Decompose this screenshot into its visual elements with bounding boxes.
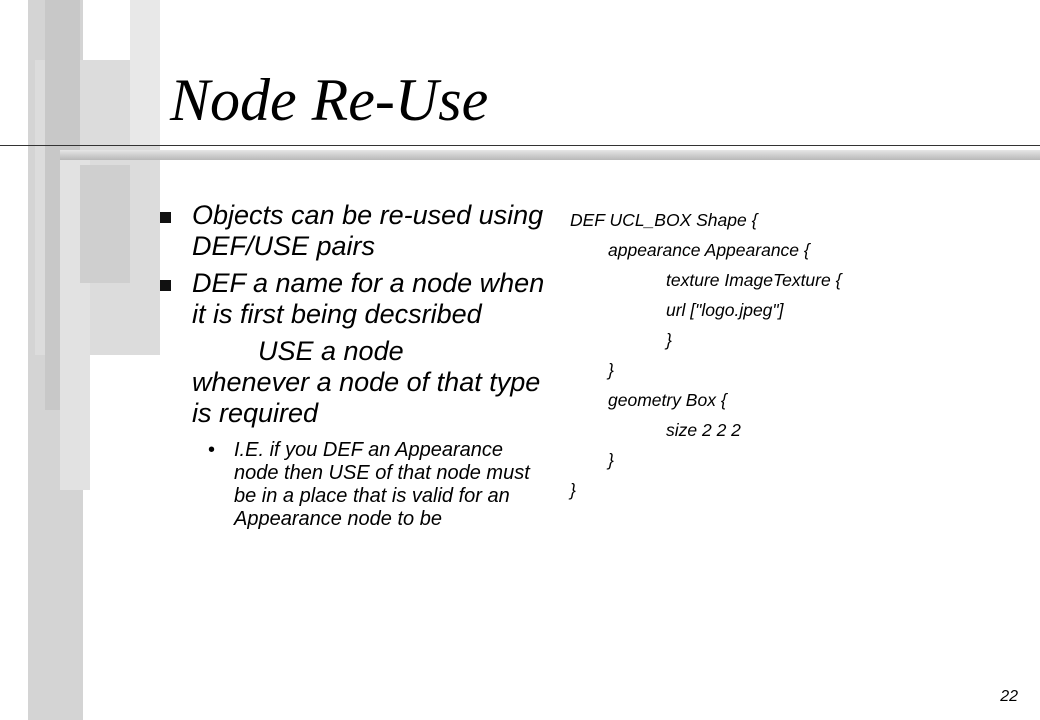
title-rule xyxy=(0,145,1040,146)
page-number: 22 xyxy=(1000,688,1018,705)
bullet-item-2: DEF a name for a node when it is first b… xyxy=(158,268,548,330)
code-line: } xyxy=(570,480,576,500)
dot-bullet-icon: • xyxy=(208,439,216,462)
continuation-lead: USE a node xyxy=(258,336,404,367)
decor-block-6 xyxy=(80,165,130,283)
bullet-text: Objects can be re-used using DEF/USE pai… xyxy=(192,200,544,262)
square-bullet-icon xyxy=(160,212,171,223)
slide-title: Node Re-Use xyxy=(170,67,489,133)
code-line: geometry Box { xyxy=(608,390,727,410)
code-line: } xyxy=(608,450,614,470)
code-line: appearance Appearance { xyxy=(608,240,810,260)
code-line: DEF UCL_BOX Shape { xyxy=(570,210,758,230)
decor-block-7 xyxy=(130,0,160,145)
bullet-list: Objects can be re-used using DEF/USE pai… xyxy=(158,200,548,531)
code-line: size 2 2 2 xyxy=(666,420,741,440)
bullet-continuation: USE a node whenever a node of that type … xyxy=(158,336,548,429)
code-line: texture ImageTexture { xyxy=(666,270,842,290)
title-underline-bar xyxy=(60,150,1040,160)
code-block: DEF UCL_BOX Shape { appearance Appearanc… xyxy=(570,205,990,505)
bullet-item-1: Objects can be re-used using DEF/USE pai… xyxy=(158,200,548,262)
continuation-rest: whenever a node of that type is required xyxy=(192,367,541,429)
code-line: } xyxy=(608,360,614,380)
sub-bullet-item: • I.E. if you DEF an Appearance node the… xyxy=(158,439,548,531)
bullet-text: DEF a name for a node when it is first b… xyxy=(192,268,545,330)
code-line: url ["logo.jpeg"] xyxy=(666,300,784,320)
square-bullet-icon xyxy=(160,280,171,292)
code-line: } xyxy=(666,330,672,350)
sub-bullet-text: I.E. if you DEF an Appearance node then … xyxy=(234,439,530,531)
decor-block-1 xyxy=(0,0,25,720)
